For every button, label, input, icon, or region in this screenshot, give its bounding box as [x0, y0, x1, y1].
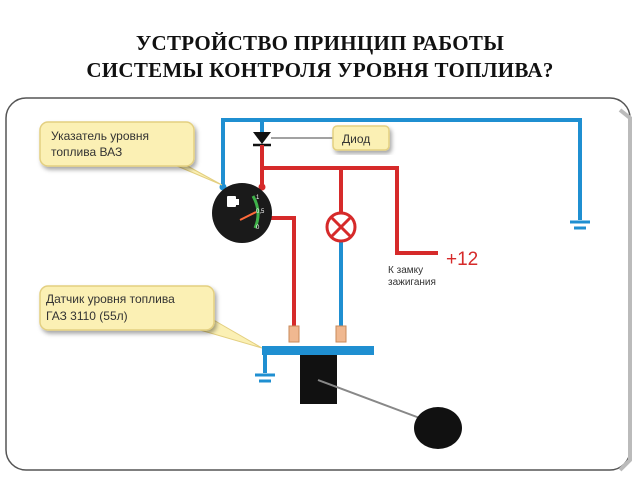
- ground-symbol-right: [570, 220, 590, 230]
- sensor-callout: Датчик уровня топлива ГАЗ 3110 (55л): [39, 285, 263, 349]
- gauge-callout-line-1: Указатель уровня: [51, 129, 149, 143]
- positive-wires: [260, 153, 438, 330]
- gauge-mark-full: 1: [256, 195, 260, 201]
- supply-wire: [262, 166, 438, 255]
- gauge-callout: Указатель уровня топлива ВАЗ: [39, 121, 223, 186]
- diode-callout: Диод: [332, 125, 390, 151]
- sensor-callout-line-2: ГАЗ 3110 (55л): [46, 309, 128, 323]
- gauge-mark-empty: 0: [256, 225, 260, 231]
- slide-title-line-2: СИСТЕМЫ КОНТРОЛЯ УРОВНЯ ТОПЛИВА?: [86, 58, 554, 82]
- ignition-label-line-1: К замку: [388, 265, 423, 276]
- gauge-supply-terminal: [258, 183, 266, 191]
- ignition-label-line-2: зажигания: [388, 277, 436, 288]
- gauge-to-sensor-wire: [270, 216, 296, 330]
- float-arm: [317, 379, 426, 421]
- ground-bus-wire: [221, 118, 582, 220]
- ground-symbol-sensor: [255, 373, 275, 383]
- sensor-flange: [262, 346, 374, 355]
- frame-shadow: [618, 108, 632, 472]
- gauge-callout-line-2: топлива ВАЗ: [51, 145, 122, 159]
- gauge-mark-half: 0,5: [256, 209, 265, 215]
- sensor-terminal-positive: [288, 325, 300, 343]
- slide-title-line-1: УСТРОЙСТВО ПРИНЦИП РАБОТЫ: [135, 31, 505, 55]
- warning-lamp-icon: [325, 211, 357, 243]
- voltage-label: +12: [446, 249, 478, 270]
- negative-wires: [221, 118, 582, 373]
- diode-symbol: [253, 120, 271, 155]
- fuel-level-sensor: [262, 325, 462, 449]
- sensor-terminal-negative: [335, 325, 347, 343]
- float-ball: [414, 407, 462, 449]
- sensor-callout-line-1: Датчик уровня топлива: [46, 292, 175, 306]
- diode-label: Диод: [342, 132, 370, 146]
- slide-title: УСТРОЙСТВО ПРИНЦИП РАБОТЫ СИСТЕМЫ КОНТРО…: [0, 30, 640, 84]
- fuel-gauge-icon: 1 0,5 0: [212, 183, 272, 243]
